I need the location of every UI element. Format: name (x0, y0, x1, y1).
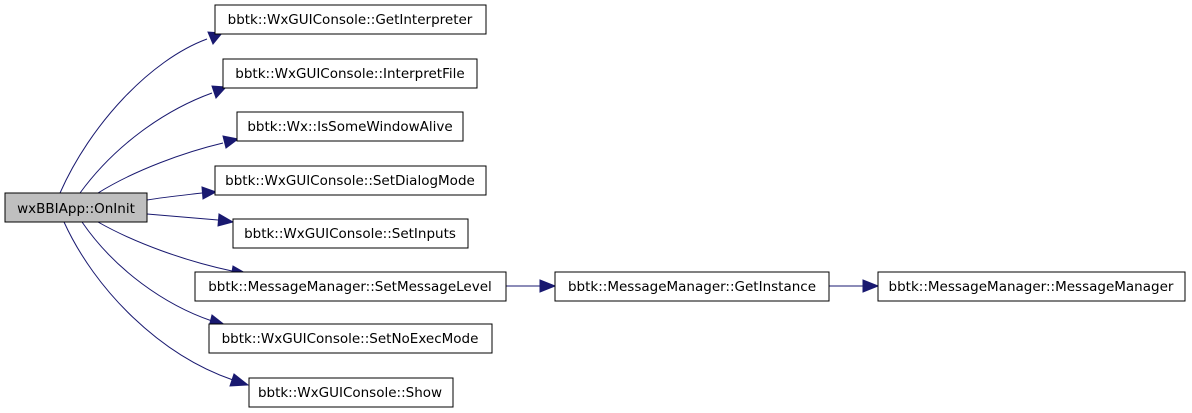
node-message-manager[interactable]: bbtk::MessageManager::MessageManager (877, 271, 1186, 302)
edge-root-is-some-window-alive (97, 142, 224, 194)
edge-root-interpret-file (79, 92, 213, 194)
node-set-no-exec-mode-label: bbtk::WxGUIConsole::SetNoExecMode (222, 331, 479, 347)
node-interpret-file-label: bbtk::WxGUIConsole::InterpretFile (235, 66, 464, 82)
node-set-no-exec-mode-box (208, 323, 493, 354)
node-get-instance[interactable]: bbtk::MessageManager::GetInstance (554, 271, 830, 302)
node-set-inputs-label: bbtk::WxGUIConsole::SetInputs (244, 226, 456, 242)
node-show[interactable]: bbtk::WxGUIConsole::Show (248, 377, 454, 408)
node-is-some-window-alive-label: bbtk::Wx::IsSomeWindowAlive (247, 119, 452, 135)
edge-root-set-no-exec-mode (81, 221, 213, 322)
node-show-box (248, 377, 454, 408)
edge-root-show (63, 221, 234, 381)
arrowhead-get-instance (539, 279, 557, 293)
node-set-message-level-box (194, 271, 507, 302)
node-message-manager-label: bbtk::MessageManager::MessageManager (889, 279, 1174, 295)
edge-root-set-message-level (97, 221, 233, 272)
arrowhead-show (229, 373, 250, 387)
node-set-message-level-label: bbtk::MessageManager::SetMessageLevel (208, 279, 492, 295)
node-is-some-window-alive-box (236, 111, 464, 142)
arrowhead-set-inputs (217, 213, 235, 227)
node-interpret-file-box (222, 58, 478, 89)
node-interpret-file[interactable]: bbtk::WxGUIConsole::InterpretFile (222, 58, 478, 89)
edge-root-get-interpreter (59, 38, 208, 194)
node-set-message-level[interactable]: bbtk::MessageManager::SetMessageLevel (194, 271, 507, 302)
node-set-inputs-box (232, 218, 469, 249)
node-message-manager-box (877, 271, 1186, 302)
node-get-instance-box (554, 271, 830, 302)
node-root[interactable]: wxBBIApp::OnInit (4, 192, 148, 223)
node-root-box (4, 192, 148, 223)
node-set-dialog-mode-label: bbtk::WxGUIConsole::SetDialogMode (225, 173, 475, 189)
node-get-instance-label: bbtk::MessageManager::GetInstance (568, 279, 816, 295)
node-is-some-window-alive[interactable]: bbtk::Wx::IsSomeWindowAlive (236, 111, 464, 142)
node-set-inputs[interactable]: bbtk::WxGUIConsole::SetInputs (232, 218, 469, 249)
node-set-dialog-mode-box (214, 165, 487, 196)
edges (59, 31, 880, 387)
arrowhead-interpret-file (211, 85, 228, 99)
node-show-label: bbtk::WxGUIConsole::Show (258, 385, 442, 401)
node-set-no-exec-mode[interactable]: bbtk::WxGUIConsole::SetNoExecMode (208, 323, 493, 354)
edge-root-set-dialog-mode (146, 192, 203, 201)
node-get-interpreter-box (214, 4, 487, 35)
arrowhead-message-manager (862, 279, 880, 293)
arrowhead-set-dialog-mode (201, 186, 218, 200)
node-root-label: wxBBIApp::OnInit (17, 201, 135, 217)
node-set-dialog-mode[interactable]: bbtk::WxGUIConsole::SetDialogMode (214, 165, 487, 196)
edge-root-set-inputs (146, 213, 219, 221)
node-get-interpreter-label: bbtk::WxGUIConsole::GetInterpreter (228, 12, 473, 28)
node-get-interpreter[interactable]: bbtk::WxGUIConsole::GetInterpreter (214, 4, 487, 35)
arrowhead-is-some-window-alive (222, 135, 240, 149)
